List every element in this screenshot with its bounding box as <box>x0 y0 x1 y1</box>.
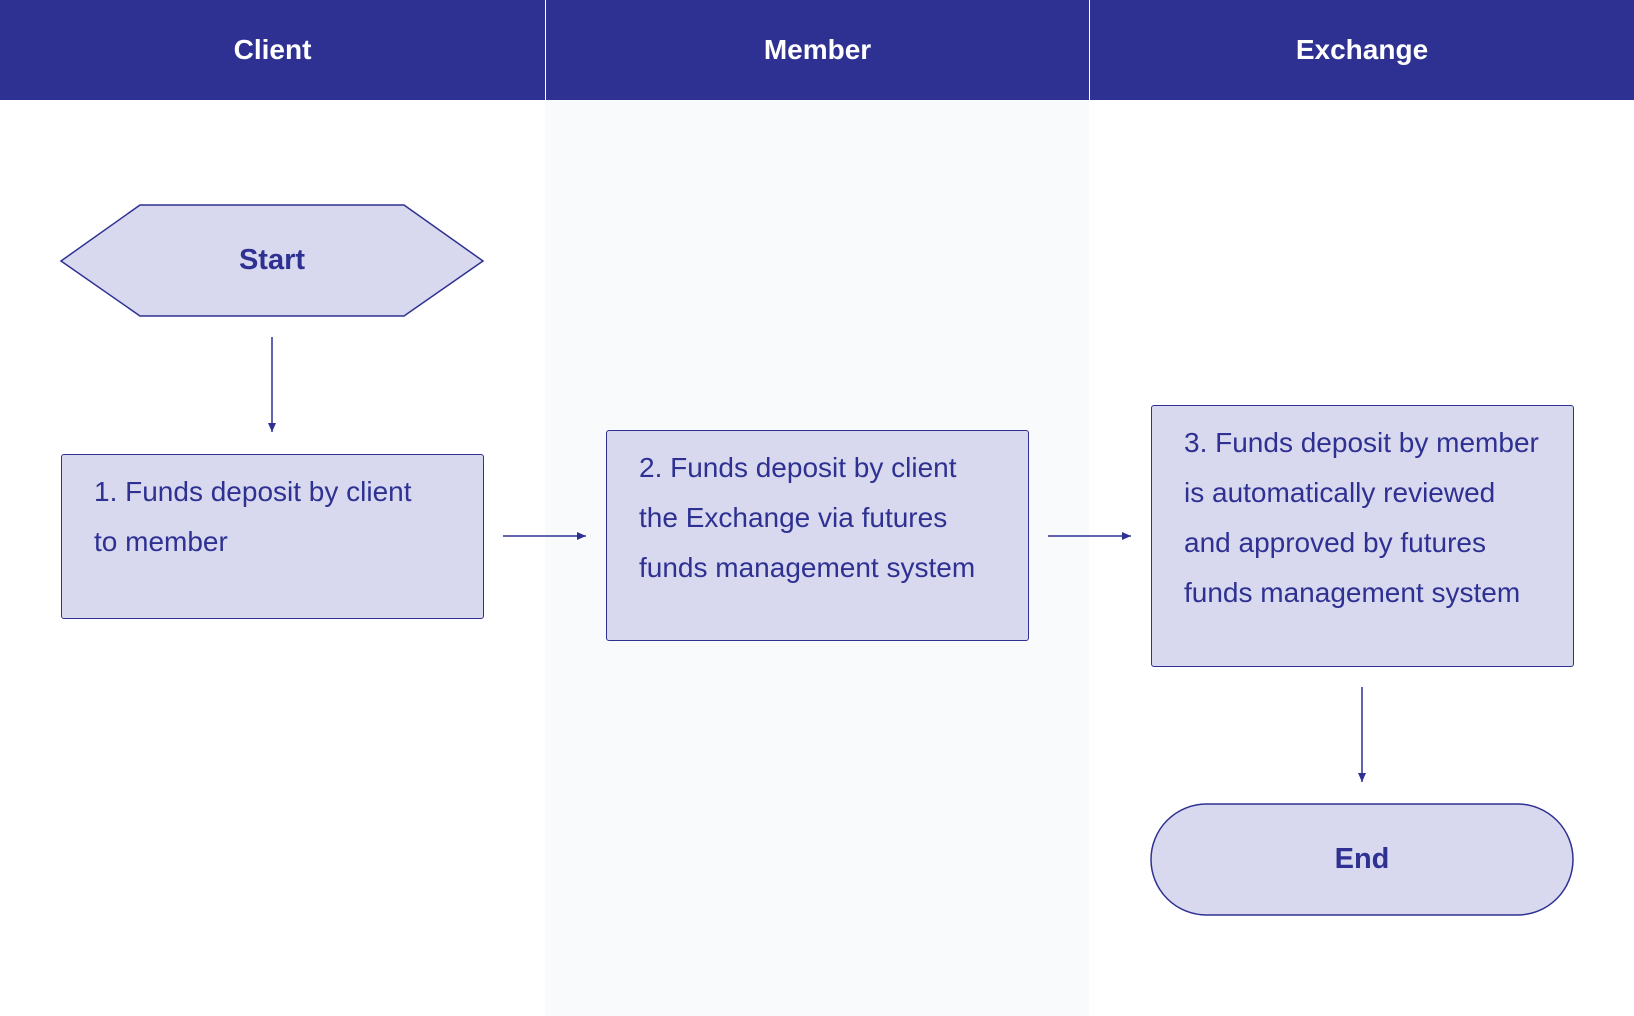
step-3-line-1: 3. Funds deposit by member <box>1184 427 1539 458</box>
step-3-line-3: and approved by futures <box>1184 527 1486 558</box>
start-label: Start <box>238 244 306 276</box>
end-label: End <box>1334 843 1390 875</box>
step-1-line-1: 1. Funds deposit by client <box>94 476 412 507</box>
step-2-line-2: the Exchange via futures <box>639 502 948 533</box>
step-3-box: 3. Funds deposit by member is automatica… <box>1151 405 1574 667</box>
start-hexagon <box>59 204 485 317</box>
lane-header-exchange: Exchange <box>1089 0 1634 100</box>
step-1-line-2: to member <box>94 526 228 557</box>
step-3-line-2: is automatically reviewed <box>1184 477 1496 508</box>
step-3-line-4: funds management system <box>1184 577 1521 608</box>
step-2-line-1: 2. Funds deposit by client <box>639 452 957 483</box>
lane-header-client: Client <box>0 0 545 100</box>
step-2-box: 2. Funds deposit by client the Exchange … <box>606 430 1029 641</box>
lane-header-member: Member <box>545 0 1089 100</box>
step-2-line-3: funds management system <box>639 552 976 583</box>
end-terminal <box>1150 803 1574 916</box>
step-1-box: 1. Funds deposit by client to member <box>61 454 484 619</box>
